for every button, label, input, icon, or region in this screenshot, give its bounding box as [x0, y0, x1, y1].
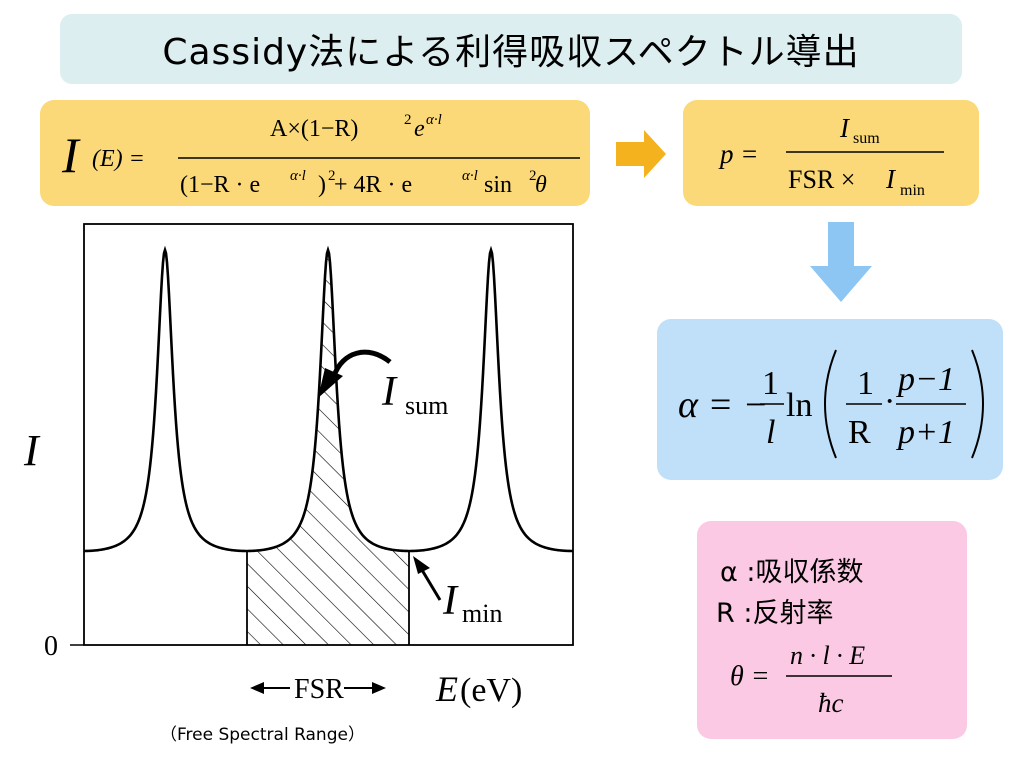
formula-p-denominator: FSR × [788, 165, 855, 194]
fsr-label: FSR [294, 674, 344, 705]
isum-hatched-area [247, 250, 409, 645]
formula-I-denominator-sin: sin [484, 172, 512, 198]
legend-box [697, 521, 967, 739]
spectrum-plot: 0 I I sum I min FSR E (eV) [23, 223, 574, 709]
formula-I-numerator-e: e [414, 116, 425, 142]
formula-p-lhs: p = [718, 139, 758, 169]
imin-pointer-arrowhead [413, 556, 430, 574]
formula-I-denominator-theta: θ [535, 172, 547, 198]
formula-alpha-R: R [848, 414, 871, 451]
formula-alpha-l: l [766, 414, 775, 451]
formula-I-numerator: A×(1−R) [270, 116, 358, 142]
fsr-left-arrowhead [250, 682, 264, 694]
formula-alpha-dot: · [884, 383, 895, 420]
formula-I-denominator-part2: ) [318, 172, 326, 198]
formula-alpha-left-paren [824, 349, 837, 459]
down-arrow-icon [810, 222, 872, 302]
formula-p-numerator-I: I [839, 113, 851, 143]
intensity-formula-box [40, 100, 590, 206]
intensity-formula: I (E) = A×(1−R) 2 e α·l (1−R · e α·l ) 2… [61, 112, 580, 198]
fsr-right-arrowhead [372, 682, 386, 694]
formula-p-numerator-sub: sum [853, 130, 880, 147]
formula-I-denominator-sin-square: 2 [529, 168, 537, 184]
isum-label-I: I [381, 369, 398, 415]
spectrum-curve [83, 245, 573, 553]
y-axis-label: I [23, 426, 41, 475]
formula-alpha-one2: 1 [857, 365, 874, 402]
formula-theta-numerator: n · l · E [790, 641, 865, 670]
formula-alpha-one: 1 [762, 365, 779, 402]
imin-label-I: I [442, 578, 459, 624]
alpha-formula: α = − 1 l ln 1 R · p−1 p+1 [678, 349, 984, 459]
p-formula: p = I sum FSR × I min [718, 113, 944, 199]
formula-alpha-right-paren [971, 349, 984, 459]
p-formula-box [683, 100, 979, 206]
title-banner: Cassidy法による利得吸収スペクトル導出 [60, 14, 962, 84]
isum-pointer-arrowhead [318, 368, 343, 398]
x-axis-label-unit: (eV) [460, 672, 522, 709]
formula-theta-lhs: θ = [730, 661, 770, 692]
formula-p-denominator-I: I [885, 164, 897, 194]
formula-I-denominator-square: 2 [328, 168, 336, 184]
imin-pointer-arrow [420, 569, 442, 601]
plot-frame [83, 223, 574, 646]
alpha-formula-box [657, 319, 1003, 480]
right-arrow-icon [616, 130, 666, 178]
theta-formula: θ = n · l · E ħc [730, 641, 892, 718]
x-axis-label-E: E [435, 669, 458, 709]
formula-I-denominator-exp1: α·l [290, 168, 306, 184]
formula-alpha-lhs: α = − [678, 384, 768, 426]
formula-I-argument: (E) = [92, 146, 145, 172]
formula-I-denominator-part1: (1−R · e [180, 172, 260, 198]
isum-label-sub: sum [405, 391, 448, 420]
zero-label: 0 [44, 631, 58, 662]
formula-p-denominator-sub: min [900, 182, 925, 199]
formula-alpha-pplus1: p+1 [896, 414, 955, 451]
isum-pointer-arrow [331, 349, 392, 377]
imin-label-sub: min [462, 599, 502, 628]
formula-I-denominator-part3: + 4R · e [334, 172, 412, 198]
formula-alpha-ln: ln [786, 387, 812, 424]
formula-I-symbol: I [61, 127, 81, 183]
formula-alpha-pminus1: p−1 [896, 361, 955, 398]
formula-I-numerator-exponent: α·l [426, 112, 442, 128]
formula-I-numerator-square: 2 [404, 112, 412, 128]
page-title: Cassidy法による利得吸収スペクトル導出 [162, 32, 860, 73]
formula-I-denominator-exp2: α·l [462, 168, 478, 184]
legend-alpha-line: α :吸収係数 [720, 557, 864, 588]
formula-theta-denominator: ħc [818, 688, 844, 718]
fsr-caption: （Free Spectral Range） [160, 725, 365, 745]
legend-R-line: R :反射率 [716, 598, 834, 629]
